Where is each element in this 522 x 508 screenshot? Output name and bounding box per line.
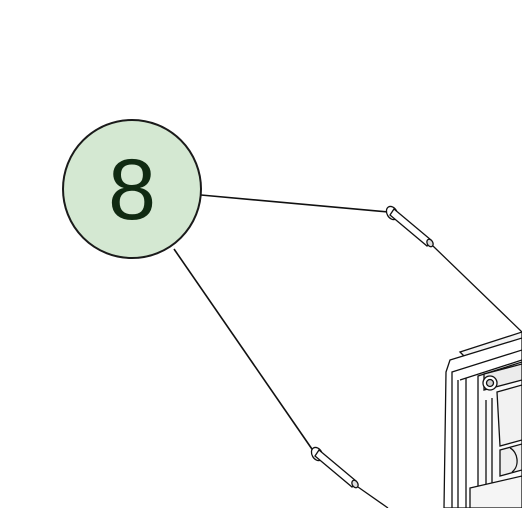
leader-line-lower bbox=[173, 248, 315, 453]
leader-lines bbox=[173, 194, 389, 453]
pin-part-upper bbox=[385, 205, 522, 333]
callout-circle bbox=[62, 119, 202, 259]
housing-partial bbox=[443, 331, 522, 508]
pin-part-lower bbox=[310, 446, 389, 508]
callout-bubble: 8 bbox=[62, 119, 202, 259]
callout-number: 8 bbox=[108, 142, 156, 238]
leader-line-upper bbox=[200, 194, 389, 213]
